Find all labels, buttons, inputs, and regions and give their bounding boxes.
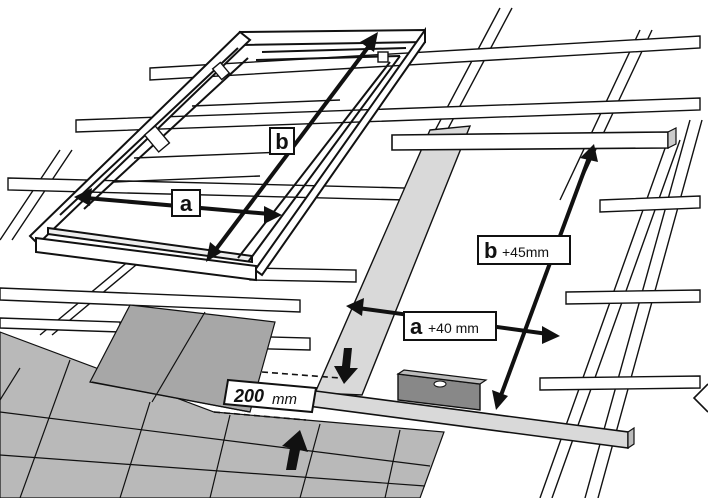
label-b-opening: b +45mm [477, 235, 571, 265]
label-a-opening-suffix: +40 mm [428, 320, 479, 336]
label-b-window-text: b [275, 129, 288, 154]
label-tile-gap-unit: mm [272, 391, 297, 408]
tile-gap-guides [213, 371, 341, 421]
label-a-window: a [171, 189, 201, 217]
window-frame [28, 26, 426, 282]
window-hinge [143, 51, 389, 153]
label-a-opening-letter: a [410, 314, 423, 339]
window-cross-bars [113, 99, 341, 183]
battens [0, 35, 701, 391]
label-b-opening-suffix: +45mm [502, 244, 549, 260]
label-tile-gap: 200 mm [222, 378, 318, 414]
opening-top-beam [391, 131, 669, 151]
label-tile-gap-value: 200 [233, 386, 264, 406]
spirit-level [396, 369, 488, 411]
tile-gap-arrows [282, 348, 358, 470]
label-a-opening: a +40 mm [403, 311, 497, 341]
label-b-window: b [269, 127, 295, 155]
right-edge-marker [692, 383, 708, 413]
label-a-window-text: a [180, 191, 193, 216]
label-b-opening-letter: b [484, 238, 497, 263]
